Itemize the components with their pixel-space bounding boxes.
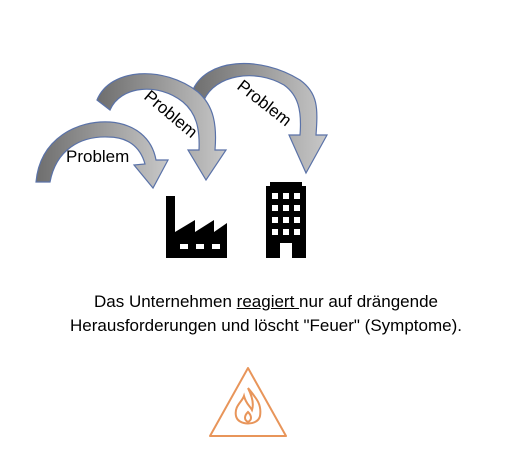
caption-after: nur auf drängende — [299, 292, 438, 311]
problem-label-1: Problem — [66, 147, 129, 166]
caption: Das Unternehmen reagiert nur auf drängen… — [0, 290, 532, 338]
caption-before: Das Unternehmen — [93, 292, 237, 311]
caption-line-2: Herausforderungen und löscht "Feuer" (Sy… — [70, 316, 462, 335]
fire-warning-icon — [209, 367, 287, 437]
caption-emphasis: reagiert — [236, 292, 300, 311]
problem-arrow-1: Problem — [35, 121, 170, 190]
office-building-icon — [266, 182, 306, 258]
caption-line-1: Das Unternehmen reagiert nur auf drängen… — [0, 290, 532, 314]
factory-icon — [166, 196, 227, 258]
